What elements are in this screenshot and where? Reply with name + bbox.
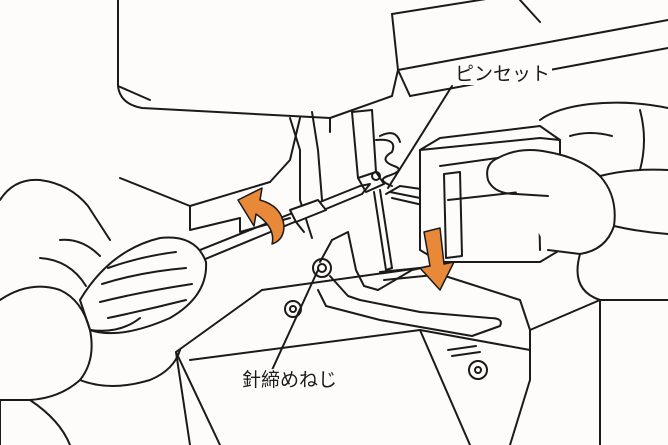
machine-head <box>117 0 668 133</box>
needle-bar-assembly <box>289 109 401 271</box>
machine-body-left <box>119 117 301 233</box>
right-hand <box>486 101 668 301</box>
tweezers-label: ピンセット <box>453 63 553 85</box>
needle-plate-base <box>175 265 668 445</box>
needle-clamp-screw-leader <box>271 269 319 371</box>
needle-clamp-screw-label: 針締めねじ <box>240 369 340 391</box>
presser-foot <box>312 231 502 337</box>
screwdriver <box>79 183 371 335</box>
counterclockwise-arrow-icon <box>237 187 285 245</box>
down-arrow-icon <box>419 227 455 291</box>
left-hand <box>0 178 181 445</box>
